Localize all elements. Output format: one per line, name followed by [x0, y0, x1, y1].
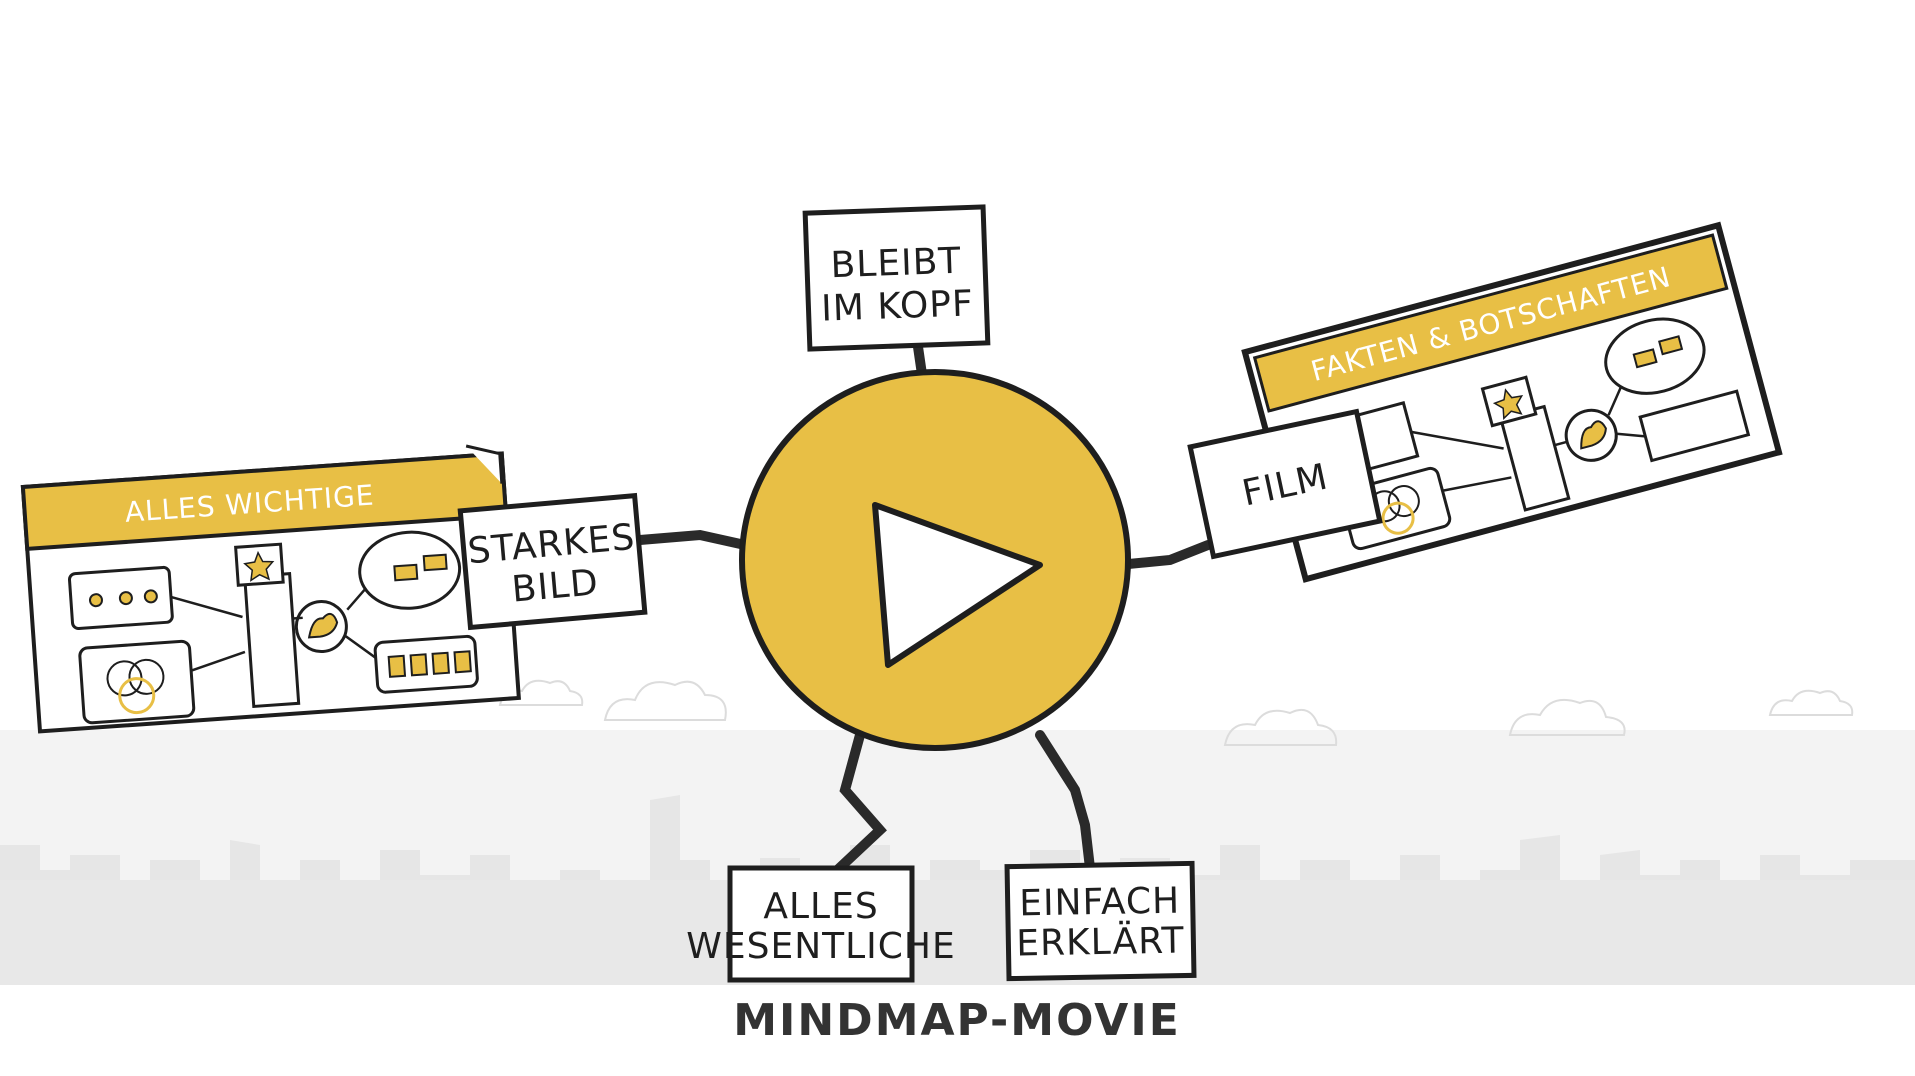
node-top-line1: BLEIBT: [830, 241, 962, 287]
flow-node-icon: [88, 593, 103, 608]
node-right: FILM: [1187, 408, 1383, 560]
connector-left: [635, 529, 750, 550]
node-bottom-right: EINFACH ERKLÄRT: [1004, 860, 1197, 982]
node-bottom-right-line2: ERKLÄRT: [1016, 920, 1185, 965]
left-content-card: ALLES WICHTIGE: [20, 444, 521, 734]
venn-card: [78, 639, 196, 725]
mindmap-node-icon: [393, 563, 419, 582]
node-left: STARKES BILD: [457, 492, 648, 631]
node-left-line2: BILD: [510, 562, 600, 610]
node-bottom-left-line2: WESENTLICHE: [686, 926, 956, 967]
connector-right: [1113, 540, 1213, 570]
star-icon: [1492, 388, 1524, 421]
placeholder-card: [1638, 389, 1751, 463]
cloud-icon: [603, 680, 727, 721]
mindmap-node-icon: [1658, 335, 1684, 356]
node-top-box: [802, 204, 991, 352]
cloud-icon: [1223, 709, 1338, 746]
card-connectors: [1410, 385, 1646, 492]
venn-icon: [128, 658, 165, 695]
star-icon: [243, 550, 275, 582]
skyline-base: [0, 880, 1915, 985]
storage-icon: [387, 654, 407, 678]
storage-icon: [431, 651, 450, 675]
node-bottom-right-box: [1004, 860, 1197, 982]
node-top: BLEIBT IM KOPF: [802, 204, 991, 352]
node-left-box: [457, 492, 648, 631]
venn-icon: [106, 660, 143, 697]
node-bottom-right-line1: EINFACH: [1019, 881, 1181, 925]
node-bottom-left: ALLES WESENTLICHE: [686, 865, 956, 983]
node-bottom-left-line1: ALLES: [763, 886, 878, 927]
page-curl: [465, 444, 504, 484]
city-skyline: [0, 730, 1915, 1076]
cloud-icon: [1508, 699, 1626, 736]
page-title: MINDMAP-MOVIE: [733, 995, 1181, 1046]
tower-figure: [243, 572, 301, 709]
ground-white: [0, 985, 1915, 1076]
play-icon[interactable]: [872, 502, 1043, 668]
muscle-icon: [307, 612, 339, 639]
storage-icon: [409, 653, 429, 677]
mindmap-node-icon: [422, 553, 448, 572]
mindmap-node-icon: [1632, 348, 1658, 369]
node-right-box: [1187, 408, 1383, 560]
venn-icon: [118, 677, 156, 715]
connector-bottom-right: [1035, 730, 1095, 873]
storage-icon: [453, 650, 472, 674]
flow-node-icon: [143, 589, 158, 604]
node-bottom-left-box: [727, 865, 915, 983]
right-content-card: FAKTEN & BOTSCHAFTEN: [1241, 221, 1783, 583]
card-connectors: [170, 587, 377, 672]
cloud-icon: [1768, 689, 1854, 716]
flow-node-icon: [118, 591, 133, 606]
right-card-banner: [1252, 233, 1729, 413]
connectors: [635, 335, 1213, 880]
muscle-icon: [1580, 420, 1607, 450]
venn-icon: [1381, 501, 1415, 535]
node-top-line2: IM KOPF: [821, 283, 975, 329]
left-card-banner: [20, 451, 509, 551]
connector-bottom-left: [827, 730, 887, 880]
central-play-node[interactable]: [739, 369, 1131, 751]
